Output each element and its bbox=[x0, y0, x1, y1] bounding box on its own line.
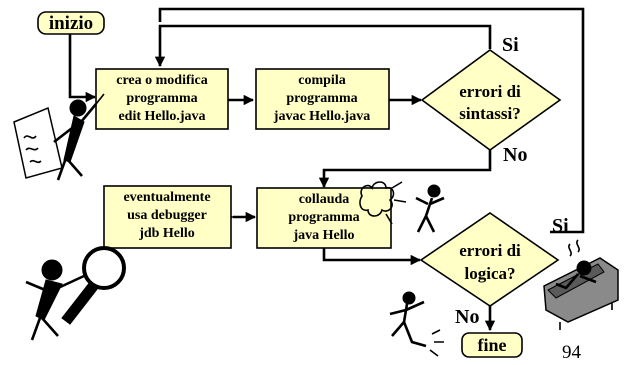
arrow-logic-yes-loop bbox=[158, 7, 585, 234]
syntax-line-1: errori di bbox=[459, 82, 521, 101]
start-node: inizio bbox=[37, 11, 105, 35]
test-line-2: programma bbox=[288, 210, 359, 225]
end-node: fine bbox=[461, 332, 523, 358]
arrow-syntax-no bbox=[318, 150, 492, 189]
syntax-no-label: No bbox=[503, 144, 527, 166]
compile-line-3: javac Hello.java bbox=[273, 109, 370, 124]
compile-line-1: compila bbox=[298, 73, 345, 88]
edit-line-1: crea o modifica bbox=[116, 73, 208, 88]
logic-line-2: logica? bbox=[465, 264, 516, 283]
debug-line-2: usa debugger bbox=[127, 208, 207, 223]
logic-yes-label: Si bbox=[552, 215, 569, 237]
magnifier-person-icon bbox=[25, 246, 126, 341]
logic-decision: errori di logica? bbox=[419, 212, 560, 307]
syntax-line-2: sintassi? bbox=[459, 104, 520, 123]
arrow-start-to-edit bbox=[68, 34, 97, 103]
logic-line-1: errori di bbox=[459, 241, 521, 260]
debug-line-1: eventualmente bbox=[123, 190, 210, 205]
syntax-yes-label: Si bbox=[502, 34, 519, 56]
test-node: collauda programma java Hello bbox=[256, 187, 392, 249]
page-number: 94 bbox=[562, 342, 582, 363]
debug-node: eventualmente usa debugger jdb Hello bbox=[103, 185, 232, 249]
person-writing-icon bbox=[13, 93, 105, 181]
arrow-syntax-yes-loop bbox=[154, 24, 492, 68]
compile-line-2: programma bbox=[286, 91, 357, 106]
edit-line-2: programma bbox=[126, 91, 197, 106]
test-line-3: java Hello bbox=[292, 228, 354, 243]
test-line-1: collauda bbox=[299, 192, 350, 207]
arrow-test-to-logic bbox=[322, 248, 422, 266]
logic-no-label: No bbox=[455, 306, 479, 328]
start-label: inizio bbox=[49, 13, 93, 34]
frustrated-person-icon bbox=[359, 181, 445, 233]
syntax-decision: errori di sintassi? bbox=[420, 49, 562, 151]
edit-line-3: edit Hello.java bbox=[118, 109, 205, 124]
debug-line-3: jdb Hello bbox=[138, 226, 195, 241]
person-on-sofa-icon bbox=[543, 239, 619, 330]
end-label: fine bbox=[478, 335, 507, 355]
edit-node: crea o modifica programma edit Hello.jav… bbox=[95, 68, 229, 130]
happy-person-icon bbox=[389, 291, 444, 357]
compile-node: compila programma javac Hello.java bbox=[255, 68, 390, 130]
